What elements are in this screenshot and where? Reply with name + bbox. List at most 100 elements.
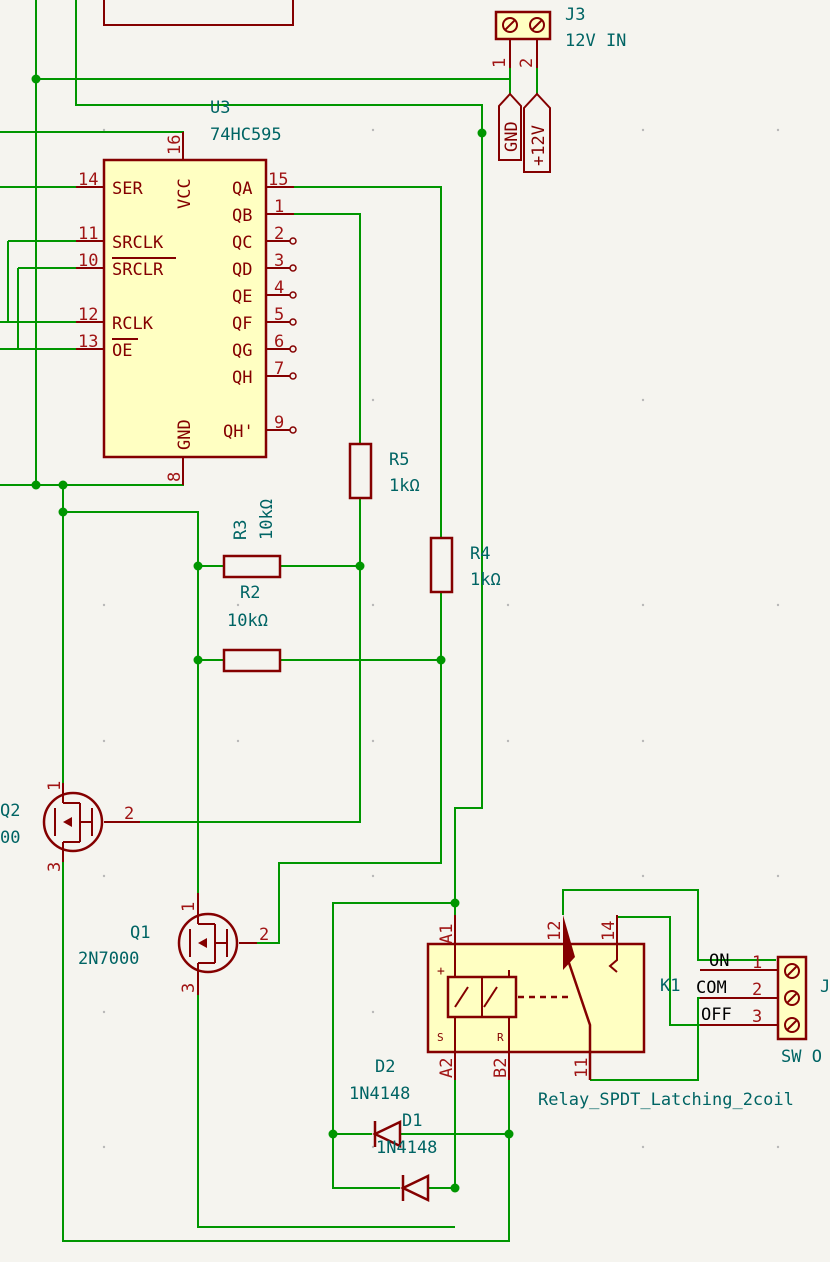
u3-pin-rclk: RCLK: [112, 314, 154, 334]
u3-num-qg: 6: [274, 332, 284, 352]
q1-ref: Q1: [130, 923, 150, 943]
sw-label-com: COM: [696, 978, 727, 998]
u3-num-qa: 15: [268, 170, 288, 190]
u3-pin-stubs: [76, 132, 294, 485]
j3-ref: J3: [565, 5, 585, 25]
k1-pin-b2: B2: [491, 1058, 511, 1078]
k1-pin-12: 12: [545, 921, 565, 941]
partial-component-outline: [103, 0, 294, 26]
d1-value: 1N4148: [376, 1138, 437, 1158]
u3-overbars: [112, 257, 176, 340]
power-flag-12v[interactable]: [523, 92, 551, 173]
u3-pin-qb: QB: [232, 206, 252, 226]
u3-num-qd: 3: [274, 251, 284, 271]
r4-value: 1kΩ: [470, 570, 501, 590]
u3-num-qf: 5: [274, 305, 284, 325]
relay-k1[interactable]: [426, 915, 646, 1080]
q2-value: 00: [0, 828, 20, 848]
k1-pin-a1: A1: [437, 924, 457, 944]
u3-pin-srclr: SRCLR: [112, 260, 164, 280]
u3-pin-ser: SER: [112, 179, 143, 199]
gnd-label: GND: [502, 121, 522, 152]
u3-pin-qh: QH: [232, 368, 252, 388]
r2-value: 10kΩ: [227, 611, 268, 631]
d2-ref: D2: [375, 1057, 395, 1077]
k1-r-mark: R: [497, 1031, 504, 1044]
q2-pin1: 1: [45, 781, 65, 791]
k1-pin-11: 11: [572, 1058, 592, 1078]
r3-ref: R3: [231, 520, 251, 540]
u3-pin-qf: QF: [232, 314, 252, 334]
v12-label: +12V: [529, 125, 549, 166]
u3-num-oe: 13: [78, 332, 98, 352]
sw-value: SW O: [781, 1047, 822, 1067]
sw-pin1: 1: [752, 953, 762, 973]
j3-value: 12V IN: [565, 31, 626, 51]
sw-label-off: OFF: [701, 1005, 732, 1025]
u3-pin-gnd: GND: [175, 419, 195, 450]
r5-ref: R5: [389, 450, 409, 470]
u3-pin-srclk: SRCLK: [112, 233, 164, 253]
mosfet-q1[interactable]: [177, 893, 257, 995]
k1-pin-a2: A2: [437, 1058, 457, 1078]
d2-value: 1N4148: [349, 1084, 410, 1104]
u3-ref: U3: [210, 98, 230, 118]
r2-ref: R2: [240, 583, 260, 603]
k1-s-mark: S: [437, 1031, 444, 1044]
q2-pin2: 2: [124, 804, 134, 824]
u3-num-qh: 7: [274, 359, 284, 379]
u3-pin-qc: QC: [232, 233, 252, 253]
u3-pin-vcc: VCC: [175, 178, 195, 209]
q2-ref: Q2: [0, 801, 20, 821]
q1-pin1: 1: [179, 902, 199, 912]
sw-pin3: 3: [752, 1007, 762, 1027]
j3-pin1: 1: [490, 58, 510, 68]
u3-value: 74HC595: [210, 125, 282, 145]
sw-label-on: ON: [709, 951, 729, 971]
resistor-r4[interactable]: [429, 536, 454, 594]
resistor-r5[interactable]: [348, 442, 373, 500]
power-flag-gnd[interactable]: [498, 92, 522, 161]
sw-pin2: 2: [752, 980, 762, 1000]
u3-pin-qe: QE: [232, 287, 252, 307]
q1-pin3: 3: [179, 983, 199, 993]
connector-j3[interactable]: [494, 10, 552, 68]
r4-ref: R4: [470, 544, 490, 564]
d1-ref: D1: [402, 1111, 422, 1131]
u3-num-qb: 1: [274, 197, 284, 217]
u3-num-gnd: 8: [165, 472, 185, 482]
u3-num-vcc: 16: [165, 135, 185, 155]
q1-pin2: 2: [259, 925, 269, 945]
k1-pin-14: 14: [599, 921, 619, 941]
u3-num-qh-prime: 9: [274, 413, 284, 433]
r5-value: 1kΩ: [389, 476, 420, 496]
u3-num-srclk: 11: [78, 224, 98, 244]
diode-d1[interactable]: [400, 1174, 430, 1202]
u3-num-qe: 4: [274, 278, 284, 298]
u3-pin-oe: OE: [112, 341, 132, 361]
u3-pin-qd: QD: [232, 260, 252, 280]
u3-pin-qh-prime: QH': [223, 422, 254, 442]
k1-ref: K1: [660, 976, 680, 996]
k1-plus-mark: +: [437, 964, 445, 979]
r3-value: 10kΩ: [257, 499, 277, 540]
u3-pin-qg: QG: [232, 341, 252, 361]
u3-nc-markers: [289, 237, 297, 434]
q1-value: 2N7000: [78, 949, 139, 969]
diode-d2[interactable]: [372, 1120, 402, 1148]
switch-connector[interactable]: [700, 955, 808, 1041]
junctions: [31, 74, 514, 1193]
j3-pin2: 2: [517, 58, 537, 68]
q2-pin3: 3: [45, 862, 65, 872]
resistor-r2[interactable]: [222, 648, 282, 673]
mosfet-q2[interactable]: [42, 783, 140, 862]
u3-pin-qa: QA: [232, 179, 252, 199]
ic-u3-74hc595[interactable]: [76, 132, 297, 485]
u3-num-srclr: 10: [78, 251, 98, 271]
sw-ref: J: [820, 977, 830, 997]
resistor-r3[interactable]: [222, 554, 282, 579]
u3-num-ser: 14: [78, 170, 98, 190]
k1-value: Relay_SPDT_Latching_2coil: [538, 1090, 794, 1110]
